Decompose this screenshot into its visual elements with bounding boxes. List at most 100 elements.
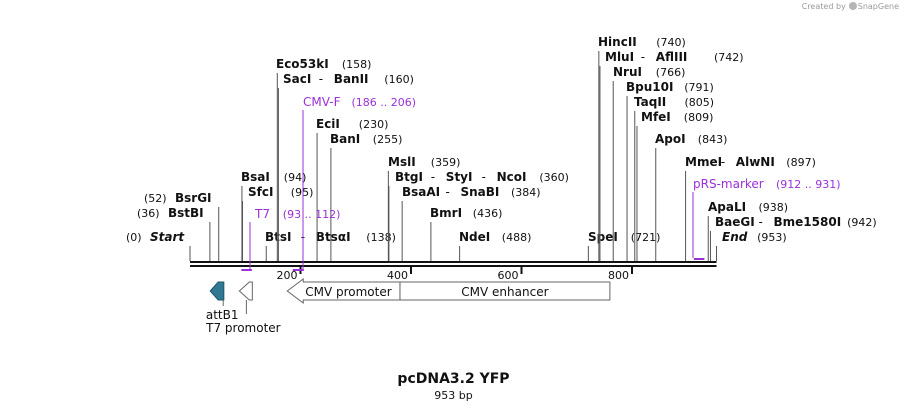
site-position: (897) — [786, 156, 816, 169]
restriction-site-saci: SacI BanII (160) — [277, 72, 414, 261]
restriction-site-eco53ki: Eco53kI(158) — [276, 57, 371, 261]
site-name: BanII — [334, 72, 369, 86]
restriction-site-apali: ApaLI (938) — [707, 200, 789, 261]
site-name: BtsαI — [316, 230, 351, 244]
site-name: Bme1580I — [774, 215, 842, 229]
site-position: (160) — [384, 73, 414, 86]
site-name: Bpu10I — [626, 80, 673, 94]
site-position: (766) — [656, 66, 686, 79]
site-position: (938) — [759, 201, 789, 214]
site-name: AflIII — [656, 50, 688, 64]
site-name: BsaI — [241, 170, 270, 184]
site-position: (360) — [539, 171, 569, 184]
site-name: BaeGI — [715, 215, 755, 229]
feature-attb1: attB1 — [206, 281, 239, 322]
restriction-site-ndei: NdeI(488) — [459, 230, 531, 261]
site-name: MfeI — [641, 110, 671, 124]
restriction-site-taqii: TaqII(805) — [634, 95, 714, 261]
restriction-site-end: End(953) — [716, 230, 787, 261]
site-position: (843) — [698, 133, 728, 146]
site-position: (230) — [359, 118, 389, 131]
site-name: BtgI — [395, 170, 423, 184]
site-name: HincII — [598, 35, 637, 49]
restriction-site-bsrgi: BsrGI(52) — [144, 191, 220, 261]
site-name-separator: - — [319, 72, 323, 86]
feature-shape — [209, 281, 225, 301]
site-position: (942) — [847, 216, 877, 229]
feature-label: T7 promoter — [205, 321, 281, 335]
site-position: (95) — [291, 186, 314, 199]
plasmid-length: 953 bp — [434, 389, 473, 402]
primer-cmv-f: CMV-F (186 .. 206) — [292, 95, 417, 271]
feature-label: CMV enhancer — [461, 285, 548, 299]
feature-shape — [286, 278, 401, 304]
ruler-tick-label: 400 — [387, 269, 408, 282]
ruler-tick-label: 200 — [277, 269, 298, 282]
site-position: (138) — [366, 231, 396, 244]
site-name: EciI — [316, 117, 340, 131]
site-name: TaqII — [634, 95, 666, 109]
site-name: MmeI — [685, 155, 722, 169]
site-name-separator: - — [759, 215, 763, 229]
restriction-site-msli: MslI(359) — [387, 155, 460, 261]
site-name: BmrI — [430, 206, 462, 220]
site-position: (742) — [714, 51, 744, 64]
backbone-top-strand — [190, 261, 717, 263]
restriction-site-bsaai: BsaAI SnaBI (384) — [401, 185, 541, 261]
site-name: MluI — [605, 50, 634, 64]
site-position: (36) — [137, 207, 160, 220]
feature-shape — [238, 281, 253, 301]
primer-name: pRS-marker — [693, 177, 764, 191]
plasmid-name: pcDNA3.2 YFP — [397, 371, 510, 387]
site-position: (384) — [511, 186, 541, 199]
site-position: (255) — [373, 133, 403, 146]
site-name: NruI — [613, 65, 642, 79]
site-name-separator: - — [482, 170, 486, 184]
ruler-tick-label: 600 — [498, 269, 519, 282]
site-position: (721) — [631, 231, 661, 244]
site-name: BsaAI — [402, 185, 440, 199]
site-position: (94) — [284, 171, 307, 184]
site-name: MslI — [388, 155, 416, 169]
restriction-site-mmei: MmeI AlwNI (897) — [685, 155, 816, 261]
primer-t7: T7 (93 .. 112) — [241, 207, 340, 271]
restriction-site-bani: BanI (255) — [330, 132, 402, 261]
primer-name: T7 — [254, 207, 270, 221]
site-name: Eco53kI — [276, 57, 329, 71]
site-name: ApaLI — [708, 200, 746, 214]
site-name: BsrGI — [175, 191, 212, 205]
site-position: (809) — [684, 111, 714, 124]
restriction-site-irui: NruI (766) — [612, 65, 686, 261]
restriction-site-hincii: HincII(740) — [598, 35, 686, 261]
site-position: (791) — [684, 81, 714, 94]
site-name: Start — [150, 230, 185, 244]
credit-prefix: Created by — [801, 2, 846, 11]
feature-cmv-promoter: CMV promoter — [286, 278, 401, 304]
site-name: SnaBI — [461, 185, 500, 199]
primer-range: (93 .. 112) — [283, 208, 341, 221]
site-name: NcoI — [497, 170, 527, 184]
feature-cmv-enhancer: CMV enhancer — [399, 281, 611, 301]
restriction-site-sfci: SfcI (95) — [241, 185, 314, 261]
primer-name: CMV-F — [303, 95, 341, 109]
restriction-site-bpu10i: Bpu10I (791) — [626, 80, 714, 261]
restriction-site-apoi: ApoI(843) — [655, 132, 727, 261]
restriction-site-start: Start(0) — [126, 230, 191, 261]
restriction-site-mlui: MluI AflIII (742) — [599, 50, 744, 261]
feature-label: CMV promoter — [305, 285, 392, 299]
site-name-separator: - — [641, 50, 645, 64]
primer-range: (186 .. 206) — [352, 96, 417, 109]
ruler-tick-label: 800 — [608, 269, 629, 282]
site-name: SacI — [283, 72, 311, 86]
primer-bar — [292, 269, 304, 271]
site-name: SfcI — [248, 185, 273, 199]
snapgene-logo-icon — [848, 2, 857, 10]
site-name: BanI — [330, 132, 360, 146]
site-name-separator: - — [721, 155, 725, 169]
site-name: StyI — [446, 170, 473, 184]
site-name: AlwNI — [736, 155, 775, 169]
site-position: (953) — [757, 231, 787, 244]
restriction-site-spei: SpeI(721) — [587, 230, 661, 261]
restriction-site-bmri: BmrI(436) — [430, 206, 502, 261]
